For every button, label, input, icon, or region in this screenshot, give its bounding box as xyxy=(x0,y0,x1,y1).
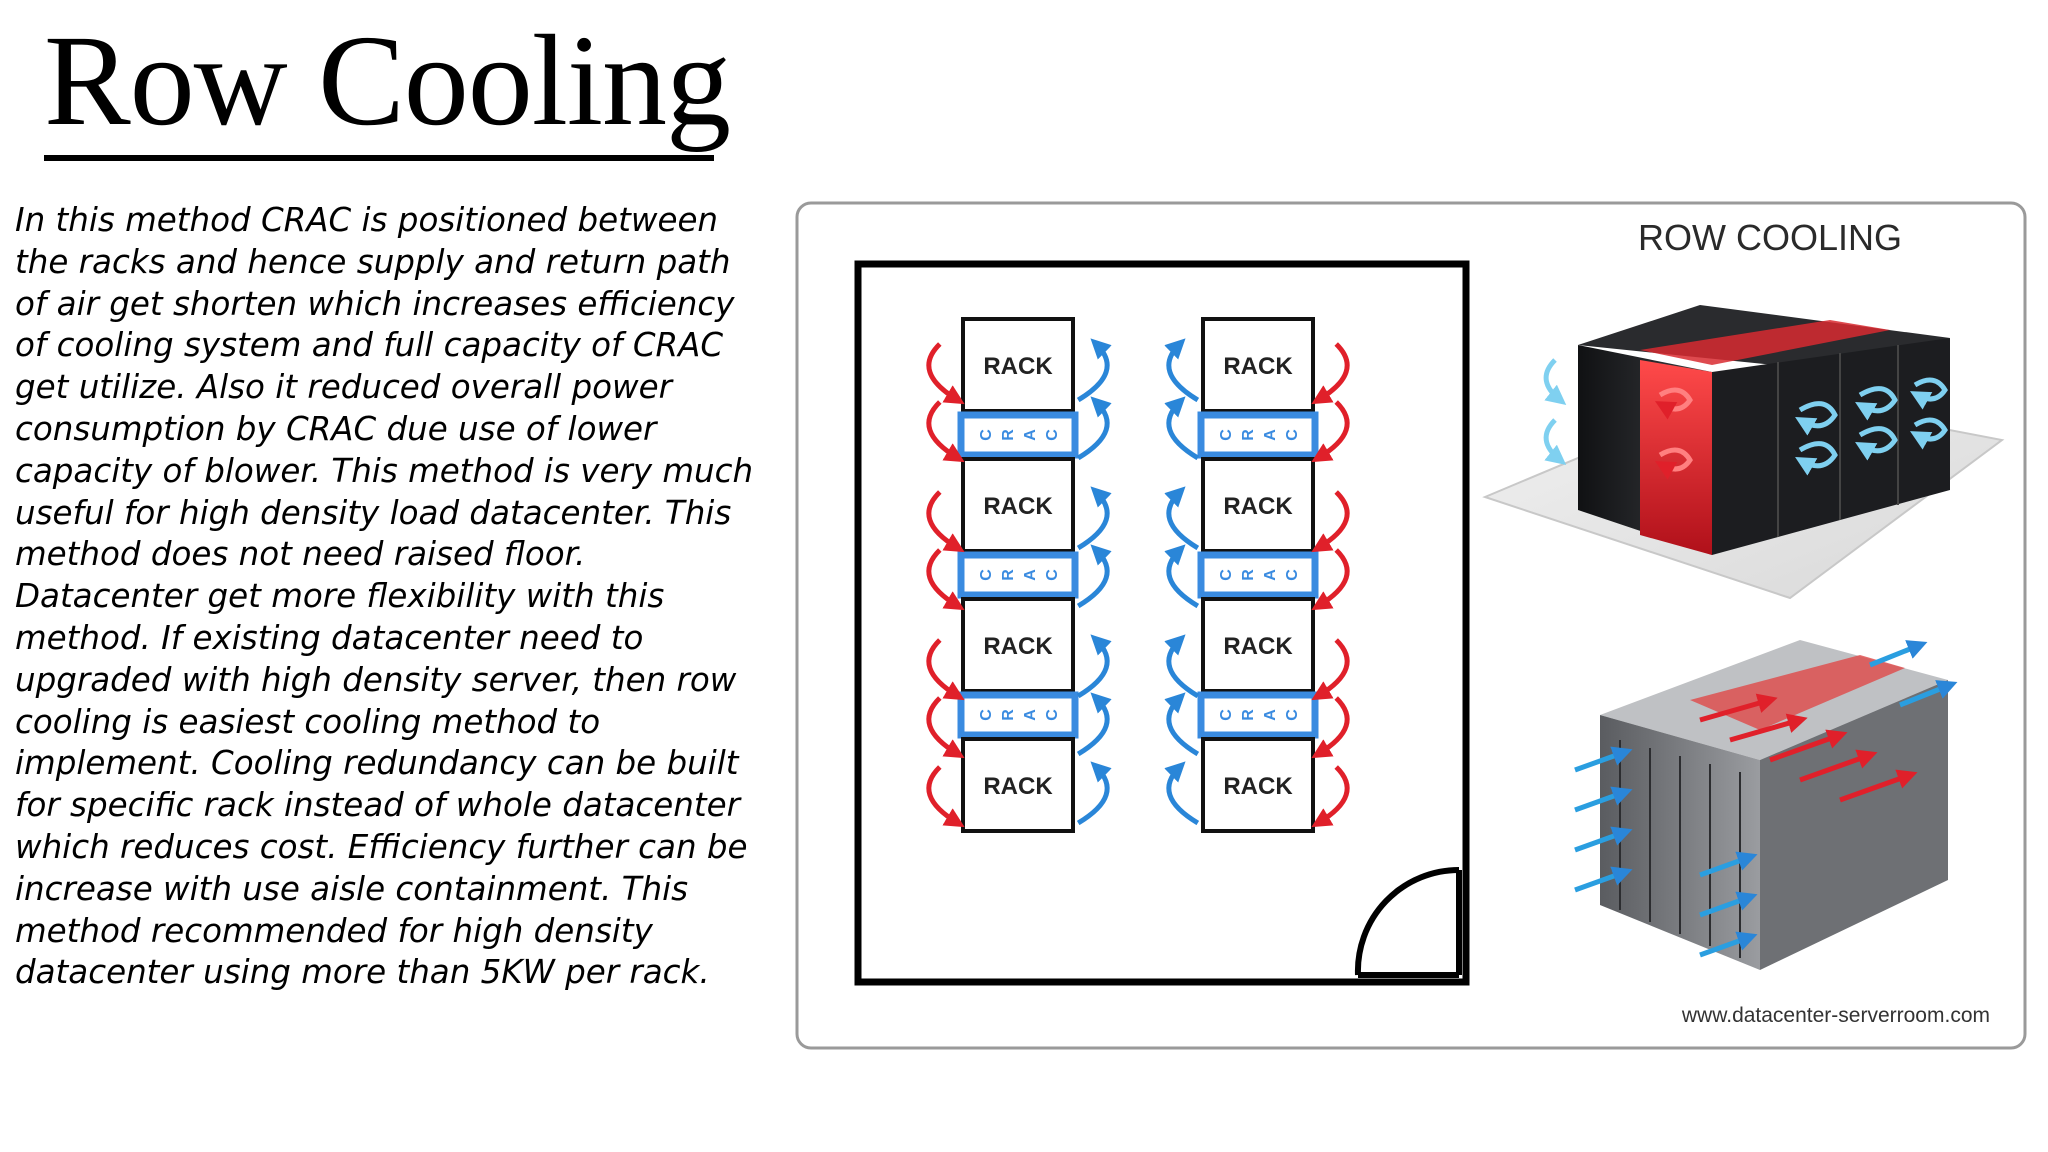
hot-air-arrow xyxy=(1311,765,1350,828)
hot-air-arrow xyxy=(926,696,965,759)
hot-air-arrow xyxy=(1311,490,1350,553)
crac-letter: C xyxy=(1284,429,1301,441)
cold-air-arrow xyxy=(1076,396,1112,461)
crac-letter: R xyxy=(1000,429,1017,441)
cold-air-arrow xyxy=(1164,396,1200,461)
crac-letter: R xyxy=(1000,569,1017,581)
hot-air-arrow xyxy=(926,490,965,553)
cold-air-arrow xyxy=(1164,761,1200,826)
crac-letter: C xyxy=(978,569,995,581)
rack-label: RACK xyxy=(1223,633,1293,660)
crac-letter: C xyxy=(1284,569,1301,581)
cold-air-arrow xyxy=(1076,761,1112,826)
figure-credit: www.datacenter-serverroom.com xyxy=(1681,1004,1990,1027)
body-paragraph: In this method CRAC is positioned betwee… xyxy=(15,201,754,992)
crac-letter: R xyxy=(1240,709,1257,721)
crac-letter: A xyxy=(1262,429,1279,441)
rack-label: RACK xyxy=(983,773,1053,800)
rack-label: RACK xyxy=(983,493,1053,520)
crac-letter: A xyxy=(1262,569,1279,581)
crac-letter: C xyxy=(1284,709,1301,721)
crac-letter: A xyxy=(1262,709,1279,721)
crac-letter: A xyxy=(1022,569,1039,581)
rack-label: RACK xyxy=(1223,493,1293,520)
rack-right-4: RACK xyxy=(1201,737,1315,833)
hot-air-arrow xyxy=(1311,342,1350,405)
crac-letter: R xyxy=(1240,429,1257,441)
title-underline xyxy=(44,155,714,161)
crac-letter: C xyxy=(1044,709,1061,721)
crac-letter: R xyxy=(1240,569,1257,581)
hot-air-arrow xyxy=(926,638,965,701)
cold-air-arrow xyxy=(1164,634,1200,699)
cold-air-arrow xyxy=(1076,338,1112,403)
cold-air-arrow xyxy=(1164,692,1200,757)
hot-air-arrow xyxy=(1311,638,1350,701)
cold-air-arrow xyxy=(1076,692,1112,757)
rack-right-1: RACK xyxy=(1201,317,1315,413)
crac-letter: C xyxy=(1044,569,1061,581)
slide-title: Row Cooling xyxy=(44,9,731,153)
figure-heading: ROW COOLING xyxy=(1638,217,1902,258)
cold-air-arrow xyxy=(1164,486,1200,551)
crac-letter: R xyxy=(1000,709,1017,721)
rack-right-2: RACK xyxy=(1201,457,1315,553)
hot-air-arrow xyxy=(926,400,965,463)
rack-left-2: RACK xyxy=(961,457,1075,553)
hot-air-arrow xyxy=(926,548,965,611)
crac-letter: C xyxy=(978,429,995,441)
illustration-open-aisle-racks xyxy=(1574,640,1958,970)
hot-air-arrow xyxy=(1311,400,1350,463)
room-outline xyxy=(854,260,1470,986)
crac-letter: C xyxy=(978,709,995,721)
rack-label: RACK xyxy=(1223,773,1293,800)
rack-left-3: RACK xyxy=(961,597,1075,693)
hot-air-arrow xyxy=(1311,548,1350,611)
rack-right-3: RACK xyxy=(1201,597,1315,693)
rack-left-4: RACK xyxy=(961,737,1075,833)
crac-letter: C xyxy=(1044,429,1061,441)
rack-label: RACK xyxy=(983,633,1053,660)
rack-label: RACK xyxy=(1223,353,1293,380)
plan-airflow-arrows xyxy=(926,338,1350,828)
hot-air-arrow xyxy=(1311,696,1350,759)
cold-air-arrow xyxy=(1076,486,1112,551)
crac-letter: C xyxy=(1218,429,1235,441)
cold-air-arrow xyxy=(1076,544,1112,609)
illustration-contained-hot-aisle xyxy=(1482,305,2005,600)
cold-air-arrow xyxy=(1164,338,1200,403)
hot-air-arrow xyxy=(926,765,965,828)
cold-air-arrow xyxy=(1076,634,1112,699)
crac-letter: C xyxy=(1218,709,1235,721)
crac-letter: A xyxy=(1022,709,1039,721)
crac-letter: A xyxy=(1022,429,1039,441)
hot-air-arrow xyxy=(926,342,965,405)
crac-letter: C xyxy=(1218,569,1235,581)
rack-left-1: RACK xyxy=(961,317,1075,413)
door-symbol xyxy=(1354,867,1462,978)
rack-label: RACK xyxy=(983,353,1053,380)
cold-air-arrow xyxy=(1164,544,1200,609)
